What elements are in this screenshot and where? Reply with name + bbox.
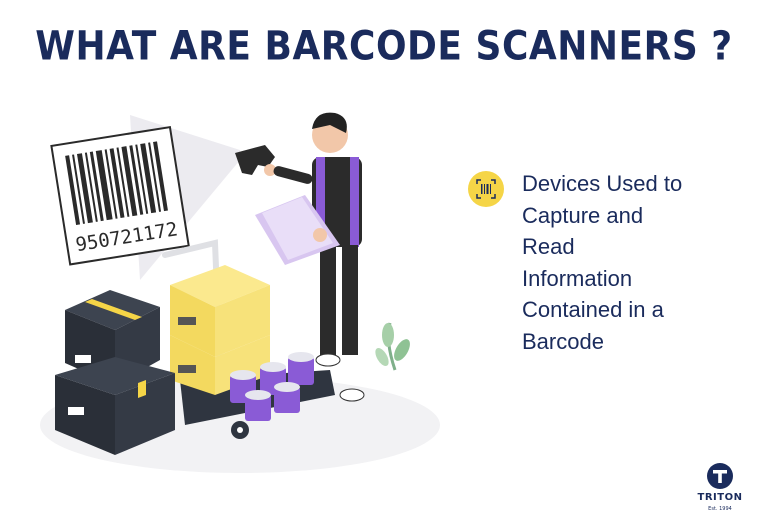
feature-line: Contained in a bbox=[522, 297, 664, 322]
triton-logo: TRITON Est. 1994 bbox=[693, 462, 747, 517]
worker bbox=[235, 112, 365, 402]
feature-line: Devices Used to bbox=[522, 171, 683, 196]
feature-description: Devices Used to Capture and Read Informa… bbox=[522, 168, 742, 357]
label-rolls bbox=[230, 352, 314, 421]
dark-boxes bbox=[55, 290, 175, 455]
feature-line: Read bbox=[522, 234, 575, 259]
barcode-icon bbox=[468, 171, 504, 207]
plant bbox=[375, 322, 410, 371]
barcode-scanner-illustration: 950721172 bbox=[40, 112, 440, 473]
logo-tagline: Est. 1994 bbox=[708, 506, 732, 512]
feature-line: Barcode bbox=[522, 328, 604, 354]
logo-name: TRITON bbox=[697, 492, 743, 503]
page-title: WHAT ARE BARCODE SCANNERS ? bbox=[35, 23, 733, 70]
barcode-card: 950721172 bbox=[50, 125, 190, 266]
feature-line: Information bbox=[522, 265, 633, 291]
yellow-boxes bbox=[170, 265, 270, 395]
feature-line: Capture and bbox=[522, 202, 644, 228]
logo-mark-icon bbox=[707, 463, 733, 489]
